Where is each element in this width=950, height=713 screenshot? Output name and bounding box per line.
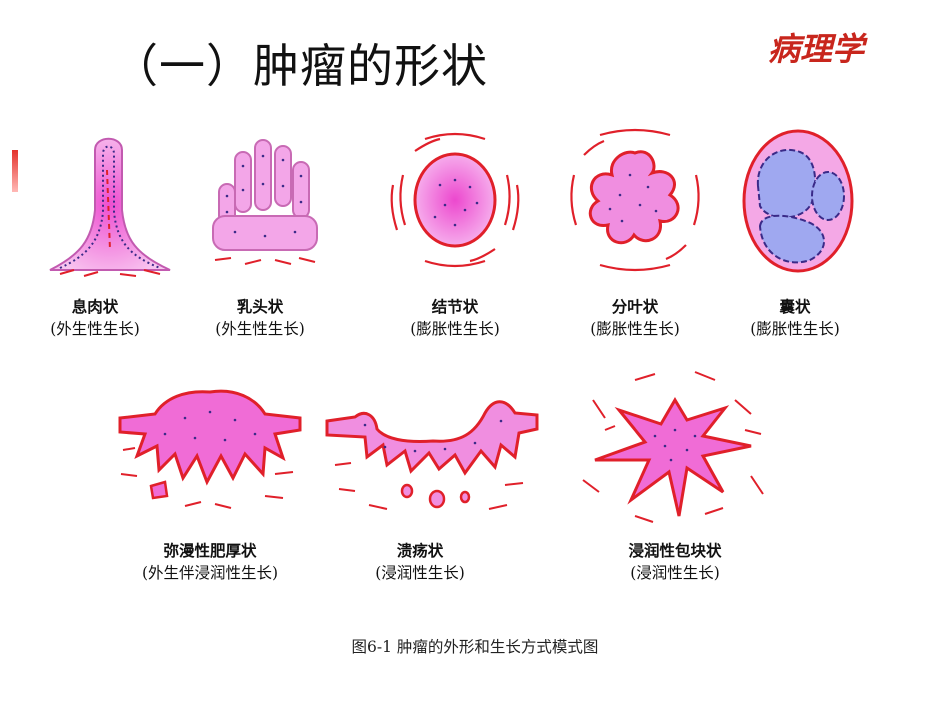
caption-infiltrative-mass-growth: (浸润性生长) (590, 562, 760, 584)
caption-papillary: 乳头状 (外生性生长) (185, 296, 335, 340)
ulcerative-illustration (325, 385, 540, 520)
papillary-illustration (205, 132, 325, 272)
caption-lobulated: 分叶状 (膨胀性生长) (560, 296, 710, 340)
caption-lobulated-growth: (膨胀性生长) (560, 318, 710, 340)
caption-infiltrative-mass: 浸润性包块状 (浸润性生长) (590, 540, 760, 584)
caption-infiltrative-mass-name: 浸润性包块状 (590, 540, 760, 562)
caption-diffuse-thickening-name: 弥漫性肥厚状 (110, 540, 310, 562)
infiltrative-mass-illustration (575, 360, 775, 530)
caption-ulcerative: 溃疡状 (浸润性生长) (340, 540, 500, 584)
caption-nodular-name: 结节状 (380, 296, 530, 318)
page-title: （一）肿瘤的形状 (112, 30, 488, 96)
polyp-illustration (40, 130, 180, 280)
nodular-illustration (385, 125, 525, 275)
caption-diffuse-thickening-growth: (外生伴浸润性生长) (110, 562, 310, 584)
caption-polyp: 息肉状 (外生性生长) (20, 296, 170, 340)
caption-cystic-growth: (膨胀性生长) (720, 318, 870, 340)
caption-polyp-name: 息肉状 (20, 296, 170, 318)
course-logo: 病理学 (768, 24, 864, 70)
cystic-illustration (738, 126, 858, 276)
caption-papillary-growth: (外生性生长) (185, 318, 335, 340)
caption-nodular: 结节状 (膨胀性生长) (380, 296, 530, 340)
caption-polyp-growth: (外生性生长) (20, 318, 170, 340)
caption-nodular-growth: (膨胀性生长) (380, 318, 530, 340)
caption-lobulated-name: 分叶状 (560, 296, 710, 318)
caption-cystic-name: 囊状 (720, 296, 870, 318)
caption-ulcerative-growth: (浸润性生长) (340, 562, 500, 584)
lobulated-illustration (560, 125, 710, 275)
caption-diffuse-thickening: 弥漫性肥厚状 (外生伴浸润性生长) (110, 540, 310, 584)
caption-cystic: 囊状 (膨胀性生长) (720, 296, 870, 340)
caption-papillary-name: 乳头状 (185, 296, 335, 318)
caption-ulcerative-name: 溃疡状 (340, 540, 500, 562)
side-accent-bar (12, 150, 18, 192)
figure-caption: 图6-1 肿瘤的外形和生长方式模式图 (0, 635, 950, 657)
diffuse-thickening-illustration (115, 378, 305, 518)
